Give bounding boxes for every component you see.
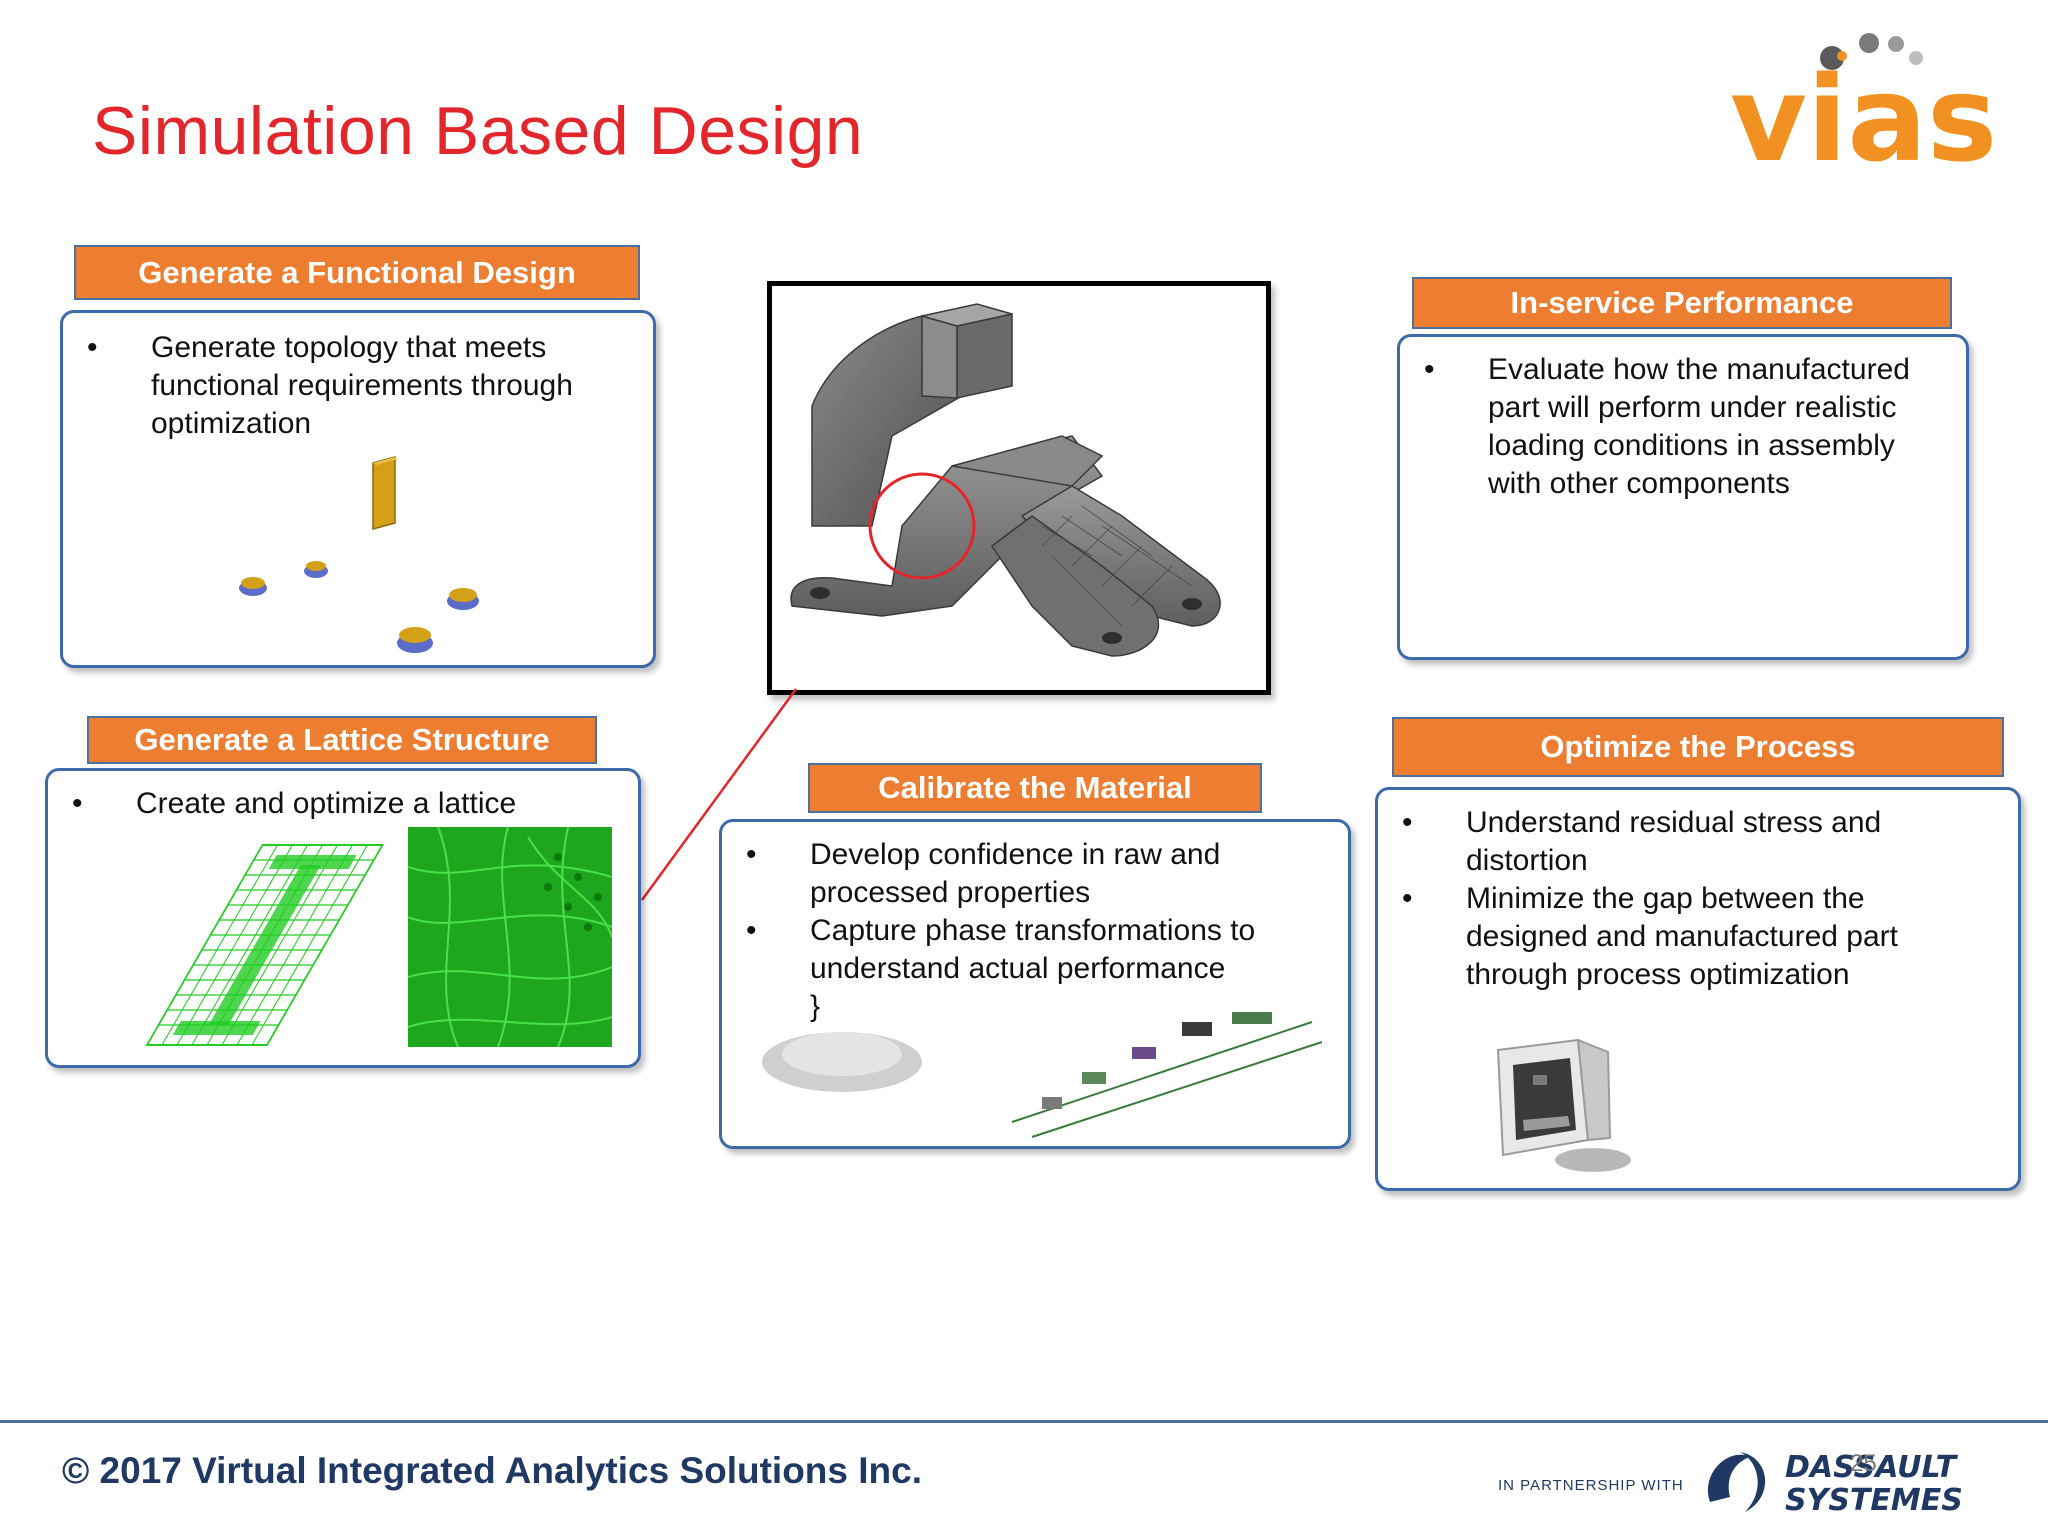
lattice-structure-bullets: •Create and optimize a lattice: [72, 785, 616, 823]
optimize-process-panel: •Understand residual stress and distorti…: [1375, 787, 2021, 1191]
bullet-item: •Develop confidence in raw and processed…: [746, 838, 1221, 909]
lattice-structure-panel: •Create and optimize a lattice: [45, 768, 641, 1068]
support-disc-top: [399, 627, 431, 643]
vias-logo: vias: [1730, 33, 1997, 180]
lattice-grid: [145, 844, 385, 1046]
inservice-performance-bullets: •Evaluate how the manufactured part will…: [1424, 351, 1948, 503]
scale-item: [1132, 1047, 1156, 1059]
lattice-grid-image: [145, 844, 385, 1046]
optimized-plate-top: [373, 457, 398, 465]
bullet-item: •Create and optimize a lattice: [72, 787, 517, 820]
support-disc-top: [449, 588, 477, 602]
inservice-performance-header: In-service Performance: [1412, 277, 1952, 329]
powder-pile-top: [782, 1032, 902, 1076]
logo-text: vias: [1730, 50, 1997, 180]
scale-item: [1182, 1022, 1212, 1036]
calibrate-material-header: Calibrate the Material: [808, 763, 1262, 813]
logo-dot-orange: [1837, 51, 1847, 61]
logo-dot-mid: [1859, 33, 1879, 53]
ds-logo-line2: SYSTEMES: [1785, 1483, 1963, 1518]
scale-item: [1082, 1072, 1106, 1084]
page-number: 25: [1850, 1450, 1877, 1477]
slide-title: Simulation Based Design: [92, 93, 864, 169]
bullet-item: •Understand residual stress and distorti…: [1402, 806, 1882, 877]
bolt-hole: [1102, 632, 1122, 644]
printer-head: [1533, 1075, 1547, 1085]
calibrate-material-bullets: •Develop confidence in raw and processed…: [746, 836, 1330, 1026]
bullet-item: •Evaluate how the manufactured part will…: [1424, 353, 1910, 500]
highlight-circle: [868, 472, 976, 580]
lattice-nodes: [544, 853, 602, 931]
inservice-performance-panel: •Evaluate how the manufactured part will…: [1397, 334, 1969, 660]
lattice-closeup-bg: [408, 827, 612, 1047]
bolt-hole: [810, 587, 830, 599]
scale-item: [1232, 1012, 1272, 1024]
material-powder-and-scales-image: [762, 1012, 1323, 1138]
bracket-part-model-image: [790, 303, 1221, 657]
functional-design-panel: •Generate topology that meets functional…: [60, 310, 656, 668]
lattice-structure-header: Generate a Lattice Structure: [87, 716, 597, 764]
footer-divider: [0, 1420, 2048, 1423]
bracket-leg-right: [1020, 485, 1221, 627]
optimize-process-header: Optimize the Process: [1392, 717, 2004, 777]
logo-dot-dark: [1820, 46, 1844, 70]
lattice-closeup-image: [408, 827, 612, 1047]
dassault-systemes-logo: DASSAULT SYSTEMES: [1708, 1450, 1963, 1518]
bracket-arm-top: [951, 435, 1104, 487]
lattice-strands: [408, 827, 612, 1047]
functional-design-header: Generate a Functional Design: [74, 245, 640, 300]
topology-optimization-image: [239, 456, 479, 653]
ds-logo-mark: [1740, 1452, 1766, 1512]
bracket-block-top: [921, 303, 1013, 327]
mesh-lines: [1041, 505, 1193, 627]
bullet-item: •Capture phase transformations to unders…: [746, 914, 1256, 985]
bullet-item: •Generate topology that meets functional…: [87, 331, 573, 440]
3d-printer-image: [1496, 1038, 1631, 1172]
ds-logo-line1: DASSAULT: [1785, 1450, 1959, 1485]
partner-text: IN PARTNERSHIP WITH: [1498, 1477, 1684, 1494]
printer-bed: [1523, 1116, 1570, 1131]
support-disc-top: [306, 561, 326, 571]
bolt-hole: [1182, 598, 1202, 610]
functional-design-bullets: •Generate topology that meets functional…: [87, 329, 621, 443]
optimize-process-bullets: •Understand residual stress and distorti…: [1402, 804, 1986, 994]
logo-dot-lightest: [1909, 51, 1923, 65]
calibrate-material-panel: •Develop confidence in raw and processed…: [719, 819, 1351, 1149]
connector-line: [640, 688, 798, 901]
scale-item: [1042, 1097, 1062, 1109]
printer-frame-side: [1576, 1038, 1612, 1142]
bullet-item: •Minimize the gap between the designed a…: [1402, 882, 1898, 991]
ds-logo-mark: [1708, 1454, 1750, 1502]
printed-impeller: [1555, 1148, 1631, 1172]
support-disc-top: [241, 577, 265, 589]
logo-dot-light: [1888, 36, 1904, 52]
optimized-plate: [372, 456, 396, 530]
scale-arrow: [1031, 1041, 1323, 1138]
bracket-model-frame: [767, 281, 1271, 695]
copyright-text: © 2017 Virtual Integrated Analytics Solu…: [62, 1450, 922, 1491]
